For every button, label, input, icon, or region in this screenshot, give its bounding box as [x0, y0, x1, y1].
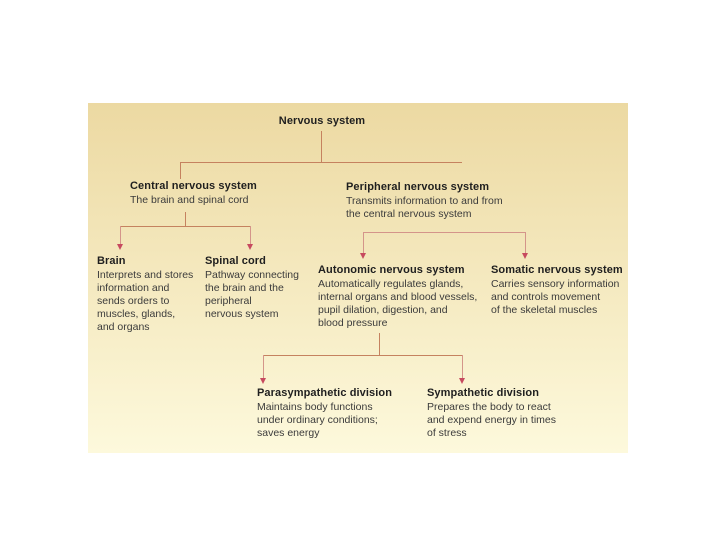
node-brain-title: Brain: [97, 255, 126, 267]
arrow-to-autonomic: [359, 232, 366, 259]
node-somatic-title: Somatic nervous system: [491, 264, 623, 276]
nervous-system-diagram-panel: Nervous system Central nervous system Th…: [88, 103, 628, 453]
connector-central-horizontal: [120, 226, 250, 227]
connector-peripheral-horizontal: [363, 232, 525, 233]
node-autonomic-nervous-system: Autonomic nervous system Automatically r…: [318, 264, 503, 330]
node-autonomic-desc: Automatically regulates glands, internal…: [318, 278, 478, 329]
node-sympathetic-desc: Prepares the body to react and expend en…: [427, 401, 556, 439]
node-central-desc: The brain and spinal cord: [130, 194, 249, 206]
node-parasympathetic-desc: Maintains body functions under ordinary …: [257, 401, 378, 439]
connector-root-vertical: [321, 131, 322, 162]
arrow-to-brain: [116, 226, 123, 250]
arrow-to-spinal-cord: [246, 226, 253, 250]
connector-autonomic-horizontal: [263, 355, 463, 356]
node-autonomic-title: Autonomic nervous system: [318, 264, 465, 276]
arrow-to-somatic: [521, 232, 528, 259]
node-nervous-system-title: Nervous system: [278, 115, 366, 127]
node-somatic-desc: Carries sensory information and controls…: [491, 278, 620, 316]
node-spinal-cord: Spinal cord Pathway connecting the brain…: [205, 255, 315, 321]
arrow-to-sympathetic: [458, 355, 465, 384]
node-spinal-cord-title: Spinal cord: [205, 255, 266, 267]
node-parasympathetic-title: Parasympathetic division: [257, 387, 393, 399]
node-peripheral-desc: Transmits information to and from the ce…: [346, 195, 503, 220]
connector-root-horizontal: [180, 162, 462, 163]
node-spinal-cord-desc: Pathway connecting the brain and the per…: [205, 269, 299, 320]
node-central-title: Central nervous system: [130, 180, 257, 192]
node-somatic-nervous-system: Somatic nervous system Carries sensory i…: [491, 264, 651, 317]
node-peripheral-nervous-system: Peripheral nervous system Transmits info…: [346, 181, 546, 221]
connector-central-vertical: [185, 212, 186, 226]
node-nervous-system: Nervous system: [248, 115, 396, 128]
node-parasympathetic-division: Parasympathetic division Maintains body …: [257, 387, 422, 440]
node-brain: Brain Interprets and stores information …: [97, 255, 207, 334]
node-peripheral-title: Peripheral nervous system: [346, 181, 490, 193]
node-brain-desc: Interprets and stores information and se…: [97, 269, 194, 333]
arrow-to-parasympathetic: [259, 355, 266, 384]
node-central-nervous-system: Central nervous system The brain and spi…: [130, 180, 320, 207]
node-sympathetic-division: Sympathetic division Prepares the body t…: [427, 387, 592, 440]
connector-autonomic-vertical: [379, 333, 380, 355]
connector-root-left-stub: [180, 162, 181, 179]
node-sympathetic-title: Sympathetic division: [427, 387, 540, 399]
